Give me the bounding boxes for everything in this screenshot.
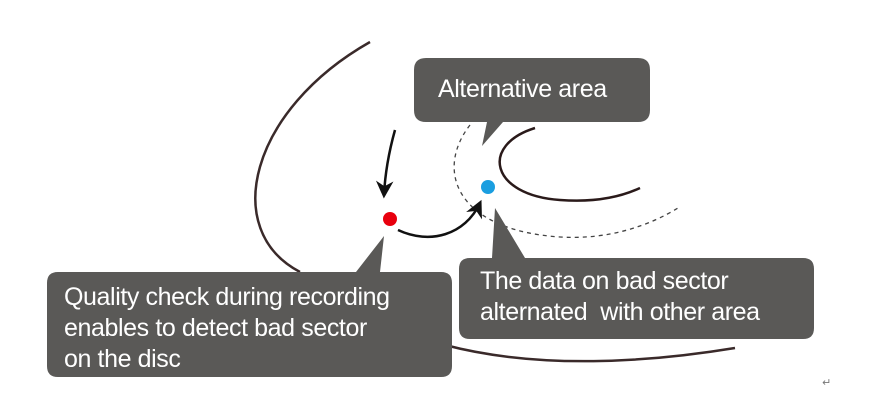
inner-disc-track bbox=[498, 126, 641, 202]
alternative-area-callout bbox=[414, 58, 650, 146]
return-symbol: ↵ bbox=[822, 376, 832, 389]
data-alternated-callout bbox=[459, 208, 814, 339]
quality-check-label: Quality check during recording enables t… bbox=[64, 283, 390, 373]
alternate-arrow bbox=[397, 199, 482, 239]
data-alternated-label: The data on bad sector alternated with o… bbox=[480, 267, 760, 326]
detect-arrow bbox=[375, 129, 397, 199]
quality-check-callout bbox=[47, 236, 452, 377]
outer-disc-track-bottom bbox=[444, 343, 736, 363]
outer-disc-track bbox=[254, 40, 371, 274]
alternative-area-dashed-arc bbox=[453, 124, 679, 239]
alternative-area-label: Alternative area bbox=[438, 75, 607, 103]
bad-sector-dot bbox=[383, 212, 397, 226]
alternative-area-dot bbox=[481, 180, 495, 194]
